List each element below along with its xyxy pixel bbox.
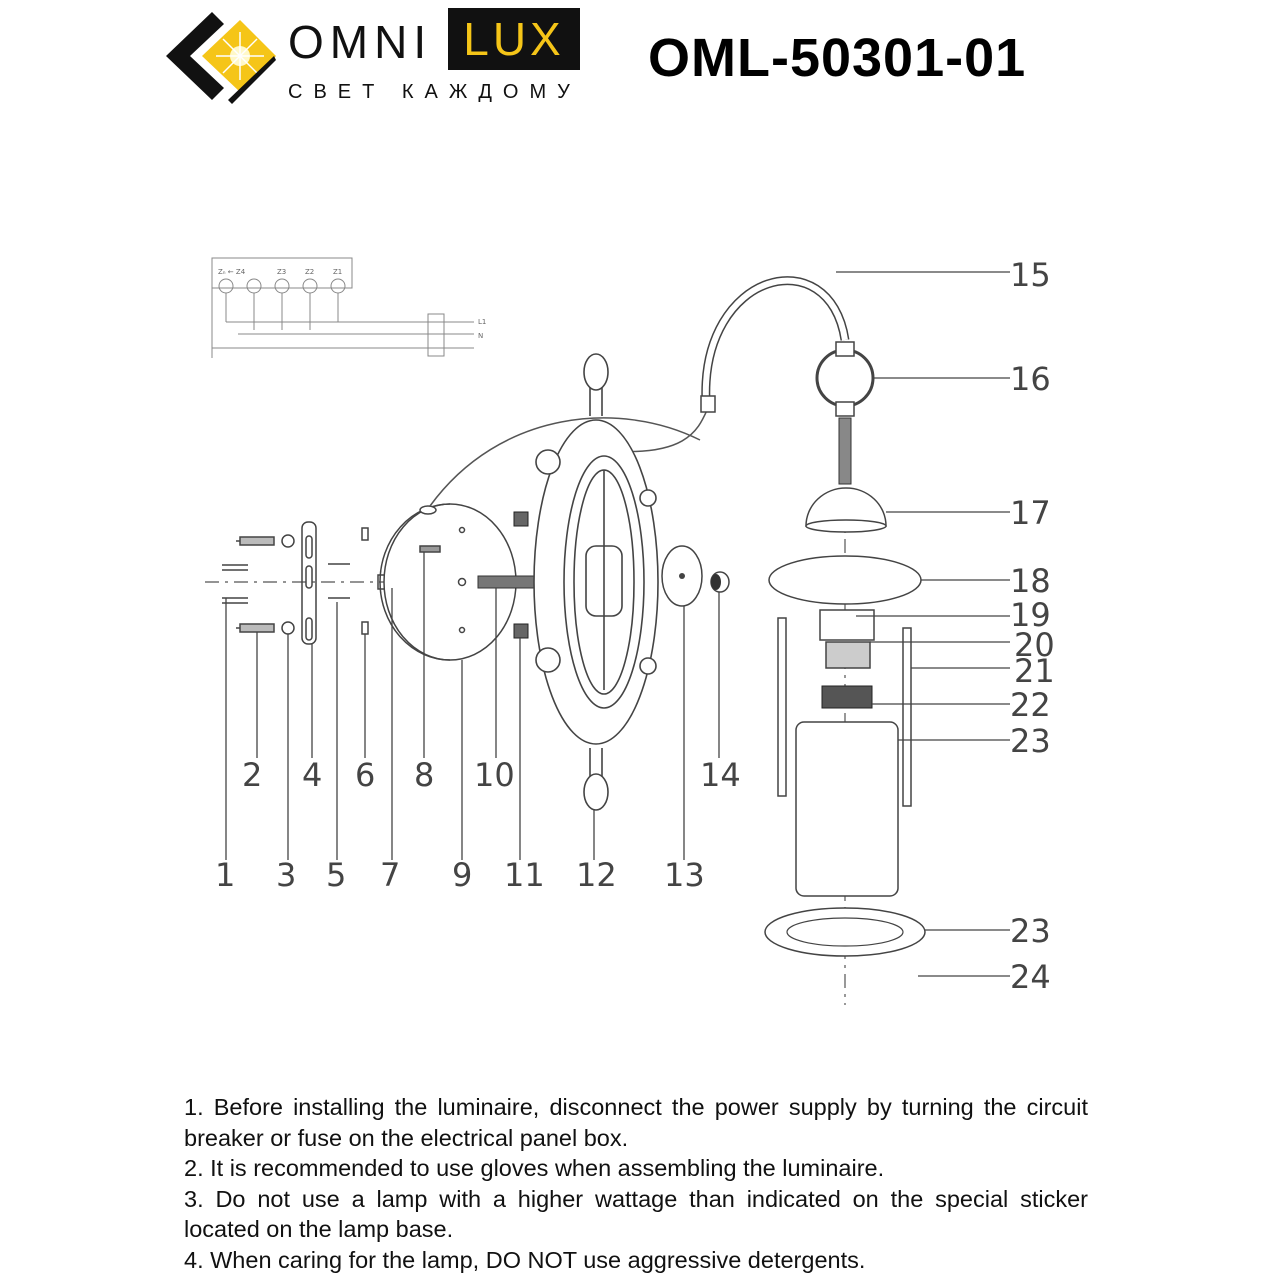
- mounting-hardware: [222, 521, 387, 645]
- callout-label: 14: [700, 756, 741, 794]
- callout-label: 23: [1010, 722, 1051, 760]
- brand-name-omni: OMNI: [288, 16, 433, 68]
- brand-name-lux-box: LUX: [448, 8, 580, 70]
- wiring-terminal-label: Z3: [277, 268, 286, 276]
- callout-label: 23: [1010, 912, 1051, 950]
- wiring-line-label: L1: [478, 318, 486, 326]
- safety-instructions: 1. Before installing the luminaire, disc…: [184, 1092, 1088, 1275]
- callout-label: 17: [1010, 494, 1051, 532]
- callout-label: 5: [326, 856, 346, 894]
- callout-label: 13: [664, 856, 705, 894]
- callout-label: 21: [1014, 652, 1055, 690]
- wiring-terminal-label: Zₙ ← Z4: [218, 268, 246, 276]
- callout-label: 8: [414, 756, 434, 794]
- callout-label: 24: [1010, 958, 1051, 996]
- callout-label: 20: [1014, 626, 1055, 664]
- brand-name-lux: LUX: [463, 13, 565, 65]
- wiring-terminal-label: Z2: [305, 268, 314, 276]
- callout-label: 6: [355, 756, 375, 794]
- callout-label: 19: [1010, 596, 1051, 634]
- wiring-terminal-label: Z1: [333, 268, 342, 276]
- ship-wheel: [533, 353, 659, 811]
- callout-label: 3: [276, 856, 296, 894]
- wiring-diagram: [211, 257, 474, 358]
- callout-label: 11: [504, 856, 545, 894]
- callout-label: 22: [1010, 686, 1051, 724]
- callout-label: 10: [474, 756, 515, 794]
- header: OMNI LUX СВЕТ КАЖДОМУ OML-50301-01: [0, 0, 1280, 120]
- wiring-line-label: N: [478, 332, 483, 340]
- model-number: OML-50301-01: [648, 28, 1027, 88]
- instruction-item: 4. When caring for the lamp, DO NOT use …: [184, 1246, 866, 1273]
- callout-label: 9: [452, 856, 472, 894]
- diamond-sun-logo-icon: [166, 12, 276, 104]
- brand-tagline: СВЕТ КАЖДОМУ: [288, 81, 581, 103]
- instruction-item: 1. Before installing the luminaire, disc…: [184, 1094, 1088, 1151]
- callout-label: 4: [302, 756, 322, 794]
- exploded-assembly-diagram: Zₙ ← Z4 Z3 Z2 Z1 L1 N: [0, 230, 1280, 1030]
- instruction-item: 2. It is recommended to use gloves when …: [184, 1155, 885, 1181]
- instruction-item: 3. Do not use a lamp with a higher watta…: [184, 1185, 1088, 1243]
- callout-label: 18: [1010, 562, 1051, 600]
- callout-label: 7: [380, 856, 400, 894]
- assembly-drawing: Zₙ ← Z4 Z3 Z2 Z1 L1 N: [205, 256, 1055, 1005]
- callout-label: 1: [215, 856, 235, 894]
- callout-label: 15: [1010, 256, 1051, 294]
- callout-label: 12: [576, 856, 617, 894]
- callout-label: 16: [1010, 360, 1051, 398]
- callout-label: 2: [242, 756, 262, 794]
